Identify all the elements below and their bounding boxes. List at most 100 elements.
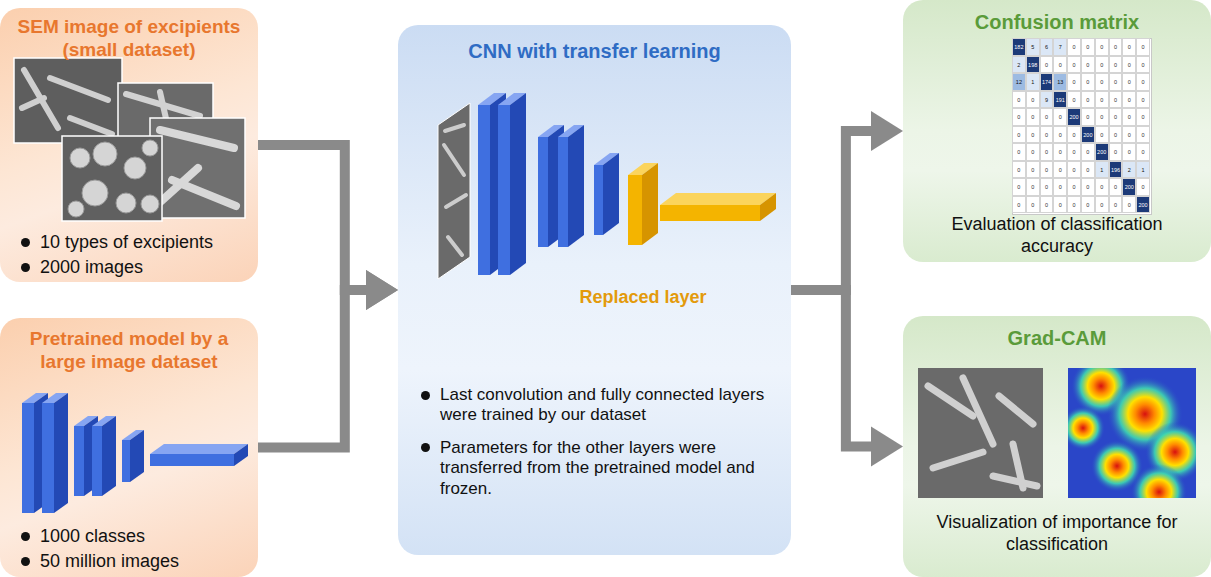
illustration-part: [14, 58, 122, 143]
panel-title: CNN with transfer learning: [408, 39, 781, 63]
matrix-cell: 0: [1067, 56, 1081, 74]
matrix-cell: 0: [1122, 38, 1136, 56]
illustration-part: [538, 137, 548, 247]
matrix-cell: 0: [1053, 178, 1067, 196]
illustration-part: [160, 130, 234, 148]
matrix-cell: 0: [1095, 196, 1109, 214]
matrix-cell: 0: [1095, 38, 1109, 56]
flow-arrow: [258, 145, 398, 310]
matrix-cell: 5: [1026, 38, 1040, 56]
illustration-part: [1131, 464, 1187, 498]
matrix-cell: 0: [1081, 73, 1095, 91]
illustration-part: [999, 396, 1033, 424]
illustration-part: [478, 105, 490, 275]
matrix-cell: 0: [1026, 91, 1040, 109]
matrix-cell: 200: [1136, 196, 1150, 214]
cnn-layer: [558, 125, 584, 247]
illustration-part: [50, 78, 108, 100]
illustration-part: [70, 118, 112, 134]
illustration-part: [54, 393, 68, 513]
matrix-cell: 6: [1040, 38, 1054, 56]
heatmap-image: [1061, 356, 1205, 520]
matrix-cell: 0: [1136, 91, 1150, 109]
matrix-cell: 0: [1040, 196, 1054, 214]
matrix-cell: 0: [1067, 126, 1081, 144]
matrix-cell: 0: [1053, 126, 1067, 144]
matrix-cell: 1: [1136, 161, 1150, 179]
arrow-line: [258, 290, 368, 448]
matrix-cell: 0: [1026, 161, 1040, 179]
illustration-part: [444, 125, 466, 255]
illustration-part: [446, 195, 466, 207]
matrix-cell: 7: [1053, 38, 1067, 56]
matrix-cell: 0: [1122, 196, 1136, 214]
illustration-part: [22, 403, 34, 513]
fc-layer: [150, 444, 248, 466]
flow-arrow: [791, 290, 903, 467]
matrix-cell: 0: [1109, 126, 1123, 144]
matrix-cell: 0: [1026, 108, 1040, 126]
matrix-cell: 0: [1081, 38, 1095, 56]
illustration-part: [124, 157, 146, 179]
bullet-text: 2000 images: [40, 257, 252, 279]
illustration-part: [438, 103, 470, 279]
sem-tile: [14, 58, 122, 143]
bullet-dot: [21, 532, 30, 541]
matrix-cell: 0: [1053, 56, 1067, 74]
matrix-cell: 0: [1122, 91, 1136, 109]
illustration-part: [141, 195, 159, 213]
illustration-part: [444, 145, 464, 175]
matrix-cell: 0: [1122, 143, 1136, 161]
matrix-cell: 0: [1081, 196, 1095, 214]
illustration-part: [963, 378, 993, 444]
arrow-line: [791, 290, 873, 447]
matrix-cell: 0: [1081, 56, 1095, 74]
bullet-dot: [421, 391, 430, 400]
illustration-part: [510, 93, 526, 275]
matrix-cell: 12: [1012, 73, 1026, 91]
bullet-text: 50 million images: [40, 551, 252, 573]
matrix-cell: 0: [1053, 108, 1067, 126]
matrix-cell: 198: [1026, 56, 1040, 74]
illustration-part: [102, 416, 116, 496]
matrix-cell: 0: [1067, 143, 1081, 161]
illustration-part: [568, 125, 584, 247]
illustration-part: [445, 125, 464, 131]
panel-box: Pretrained model by a large image datase…: [0, 318, 258, 577]
matrix-cell: 200: [1067, 108, 1081, 126]
matrix-cell: 0: [1081, 91, 1095, 109]
sem-tile: [150, 118, 245, 218]
arrow-head: [871, 427, 903, 467]
cnn-layer: [42, 393, 68, 513]
matrix-cell: 9: [1040, 91, 1054, 109]
matrix-cell: 0: [1095, 178, 1109, 196]
matrix-cell: 0: [1095, 126, 1109, 144]
illustration-part: [42, 403, 54, 513]
matrix-cell: 0: [1136, 73, 1150, 91]
illustration-part: [933, 452, 983, 468]
illustration-part: [234, 444, 248, 466]
illustration-part: [158, 168, 198, 204]
matrix-cell: 0: [1095, 91, 1109, 109]
illustration-part: [150, 454, 234, 466]
flow-arrow: [791, 111, 903, 290]
matrix-cell: 13: [1053, 73, 1067, 91]
bullet-text: 1000 classes: [40, 526, 252, 548]
matrix-cell: 0: [1109, 178, 1123, 196]
bullet-text: 10 types of excipients: [40, 232, 252, 254]
replaced-fc-layer: [660, 193, 776, 221]
illustration-part: [1068, 406, 1105, 450]
arrow-line: [258, 145, 368, 290]
bullet-dot: [421, 443, 430, 452]
bullet-dot: [21, 263, 30, 272]
cnn-layer: [498, 93, 526, 275]
illustration-part: [142, 140, 158, 156]
panel-title: SEM image of excipients (small dataset): [6, 16, 252, 62]
matrix-cell: 0: [1067, 73, 1081, 91]
matrix-cell: 0: [1136, 108, 1150, 126]
matrix-cell: 0: [1053, 143, 1067, 161]
bullet-text: Parameters for the other layers were tra…: [440, 438, 775, 499]
panel-title: Confusion matrix: [913, 10, 1201, 34]
matrix-cell: 182: [1012, 38, 1026, 56]
illustration-part: [92, 426, 102, 496]
